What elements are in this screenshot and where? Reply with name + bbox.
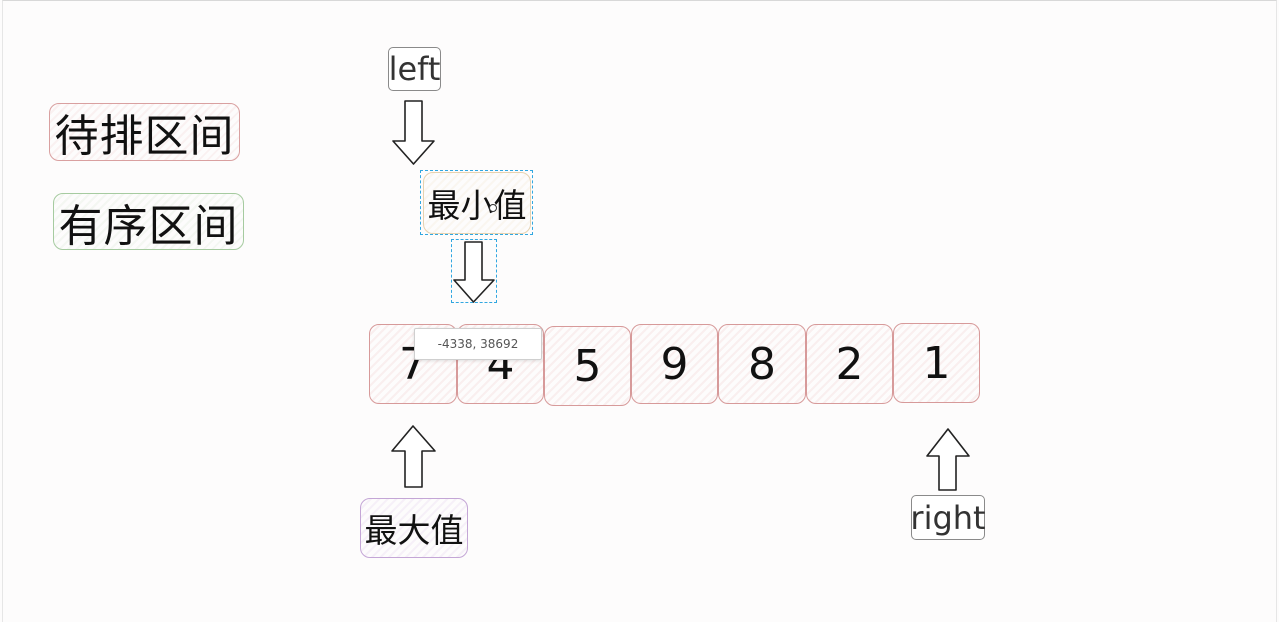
mouse-cursor-icon: [489, 204, 497, 212]
right-pointer-label[interactable]: right: [910, 495, 986, 540]
min-label-selection-box: [420, 170, 533, 235]
array-cell[interactable]: 1: [893, 323, 980, 403]
array-cell[interactable]: 5: [544, 326, 631, 406]
array-cell[interactable]: 9: [631, 324, 718, 404]
legend-pending-label: 待排区间: [54, 111, 235, 162]
legend-pending-range[interactable]: 待排区间: [49, 103, 240, 162]
max-value-label[interactable]: 最大值: [360, 498, 468, 558]
coordinates-text: -4338, 38692: [437, 337, 519, 351]
left-pointer-text: left: [388, 50, 441, 88]
array-cell-value: 9: [660, 338, 689, 390]
legend-sorted-label: 有序区间: [58, 200, 239, 252]
coordinates-tooltip: -4338, 38692: [414, 328, 542, 360]
array-cell[interactable]: 8: [718, 324, 806, 404]
left-down-arrow[interactable]: [391, 99, 437, 167]
array-cell-value: 1: [922, 337, 951, 389]
array-cell-value: 8: [748, 338, 776, 390]
min-down-arrow[interactable]: [452, 240, 496, 304]
right-up-arrow[interactable]: [925, 427, 971, 493]
max-value-text: 最大值: [364, 511, 464, 550]
max-up-arrow[interactable]: [390, 424, 438, 490]
left-pointer-label[interactable]: left: [388, 47, 441, 91]
array-cell-value: 5: [573, 340, 602, 392]
legend-sorted-range[interactable]: 有序区间: [53, 193, 244, 252]
array-cell[interactable]: 2: [806, 324, 893, 404]
array-cell-value: 2: [835, 338, 864, 390]
min-value-text: 最小值: [427, 186, 527, 225]
right-pointer-text: right: [910, 498, 986, 537]
min-value-label[interactable]: 最小值: [423, 172, 531, 234]
